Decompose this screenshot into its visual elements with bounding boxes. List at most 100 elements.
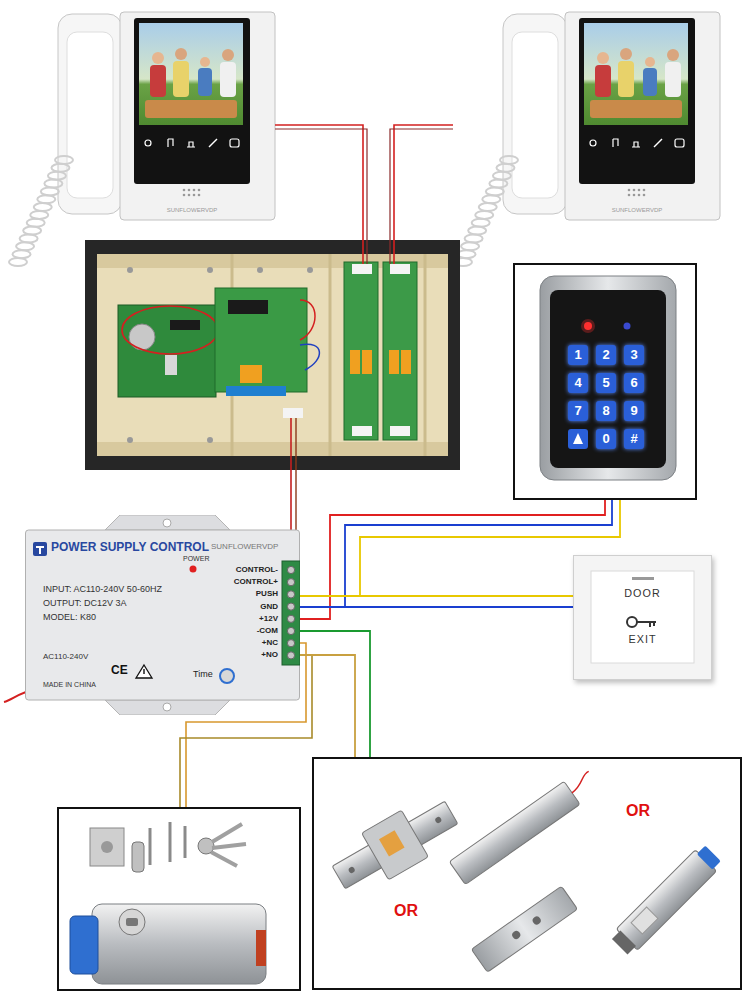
watermark: SUNFLOWERVDP bbox=[595, 207, 679, 214]
distribution-box bbox=[283, 408, 303, 418]
distribution-box bbox=[401, 350, 411, 374]
coiled-cord bbox=[9, 258, 27, 266]
wire bbox=[300, 595, 573, 597]
distribution-box bbox=[390, 426, 410, 436]
power-supply-case bbox=[287, 652, 294, 659]
coiled-cord bbox=[475, 211, 493, 219]
lock-options bbox=[449, 766, 601, 884]
power-supply-case bbox=[163, 519, 171, 527]
distribution-box bbox=[362, 350, 372, 374]
power-supply-case bbox=[220, 669, 234, 683]
keypad bbox=[568, 429, 588, 449]
distribution-box bbox=[118, 305, 216, 397]
lock-options bbox=[697, 846, 721, 870]
lock-box bbox=[58, 808, 300, 990]
keypad-frame: 1234567890# bbox=[513, 263, 697, 500]
power-supply-case bbox=[33, 542, 47, 556]
lock-box bbox=[92, 904, 266, 984]
distribution-box bbox=[424, 254, 427, 456]
distribution-box bbox=[350, 350, 360, 374]
lock-box bbox=[169, 822, 172, 862]
lock-options bbox=[631, 907, 658, 934]
knob-label: Time bbox=[193, 670, 213, 680]
key-digit: # bbox=[624, 429, 644, 449]
coiled-cord bbox=[482, 195, 500, 203]
spec-text: MODEL: K80 bbox=[43, 613, 96, 623]
wire bbox=[300, 500, 620, 596]
coiled-cord bbox=[51, 164, 69, 172]
distribution-box bbox=[344, 262, 378, 440]
pin-name: CONTROL- bbox=[202, 565, 278, 575]
exit-button-plate bbox=[632, 577, 654, 580]
lock-box bbox=[101, 841, 113, 853]
lock-options bbox=[612, 930, 636, 954]
keypad bbox=[573, 433, 583, 444]
key-digit: 9 bbox=[624, 401, 644, 421]
distribution-box bbox=[383, 262, 417, 440]
power-supply-case bbox=[282, 561, 300, 665]
power-supply-case bbox=[39, 546, 41, 554]
spec-text: OUTPUT: DC12V 3A bbox=[43, 599, 127, 609]
pin-name: PUSH bbox=[202, 589, 278, 599]
power-supply-case bbox=[287, 591, 294, 598]
power-supply-case bbox=[105, 700, 230, 715]
indoor-monitor bbox=[503, 12, 720, 220]
power-supply-case bbox=[287, 627, 294, 634]
key-digit: 1 bbox=[568, 345, 588, 365]
spec-text: INPUT: AC110-240V 50-60HZ bbox=[43, 585, 162, 595]
pin-name: GND bbox=[202, 602, 278, 612]
coiled-cord bbox=[41, 187, 59, 195]
distribution-box bbox=[329, 254, 332, 456]
coiled-cord bbox=[496, 164, 514, 172]
distribution-box bbox=[165, 355, 177, 375]
distribution-box bbox=[85, 240, 460, 470]
coiled-cord bbox=[493, 172, 511, 180]
key-digit: 5 bbox=[596, 373, 616, 393]
keypad bbox=[513, 263, 697, 500]
pin-name: +12V bbox=[202, 614, 278, 624]
distribution-box bbox=[389, 350, 399, 374]
distribution-box bbox=[207, 437, 213, 443]
power-supply-case bbox=[287, 566, 294, 573]
power-supply-case bbox=[190, 566, 197, 573]
lock-options-frame: OROR bbox=[312, 757, 742, 990]
keypad bbox=[624, 323, 631, 330]
lock-box bbox=[256, 930, 266, 966]
distribution-box bbox=[85, 240, 460, 470]
brand-title: POWER SUPPLY CONTROL bbox=[51, 541, 209, 554]
wire bbox=[300, 631, 370, 757]
distribution-box bbox=[170, 320, 200, 330]
coiled-cord bbox=[55, 156, 73, 164]
lock-options bbox=[434, 816, 442, 824]
distribution-box bbox=[228, 300, 268, 314]
distribution-box bbox=[127, 437, 133, 443]
coiled-cord bbox=[27, 219, 45, 227]
power-supply-case bbox=[136, 665, 152, 678]
lock-box bbox=[149, 828, 152, 865]
power-supply-case bbox=[163, 703, 171, 711]
lock-options bbox=[362, 810, 429, 880]
button-text: DOOR bbox=[574, 588, 711, 600]
lock-options bbox=[312, 757, 742, 990]
or-label: OR bbox=[392, 902, 420, 920]
distribution-box bbox=[307, 267, 313, 273]
lock-options bbox=[511, 929, 522, 940]
lock-box bbox=[126, 918, 138, 926]
lock-options bbox=[325, 789, 465, 901]
power-supply-case bbox=[26, 530, 300, 700]
exit-button: DOOREXIT bbox=[573, 555, 712, 680]
power-supply-case bbox=[105, 515, 230, 530]
distribution-box bbox=[97, 442, 448, 456]
distribution-box bbox=[352, 426, 372, 436]
distribution-box bbox=[207, 267, 213, 273]
key-digit: 7 bbox=[568, 401, 588, 421]
lock-options bbox=[332, 801, 458, 889]
wire bbox=[300, 500, 612, 607]
coiled-cord bbox=[30, 211, 48, 219]
exit-button-plate bbox=[574, 556, 711, 679]
keypad bbox=[513, 263, 697, 500]
lock-options bbox=[616, 850, 716, 950]
